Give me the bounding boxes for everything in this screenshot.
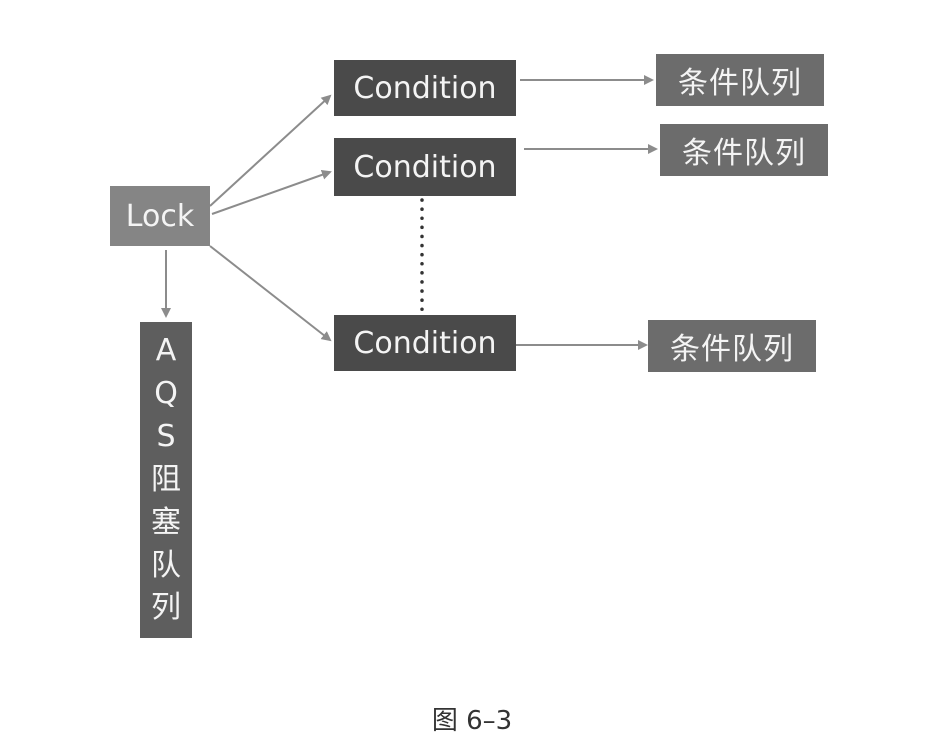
arrow-lock-to-condition-1: [209, 94, 332, 207]
aqs-blocking-queue-box: A Q S 阻 塞 队 列: [140, 322, 192, 638]
aqs-char: 塞: [151, 504, 181, 540]
aqs-char: 队: [151, 547, 181, 583]
condition-queue-box-3: 条件队列: [648, 320, 816, 372]
condition-box-2: Condition: [334, 138, 516, 196]
aqs-char: 列: [151, 590, 181, 626]
figure-caption: 图 6–3: [431, 706, 513, 736]
aqs-char: Q: [154, 376, 178, 412]
aqs-char: S: [156, 419, 176, 455]
arrow-lock-to-condition-3: [209, 245, 332, 342]
arrow-lock-to-condition-2: [211, 169, 332, 215]
condition-box-3: Condition: [334, 315, 516, 371]
aqs-char: A: [155, 333, 177, 369]
lock-box: Lock: [110, 186, 210, 246]
condition-queue-box-1: 条件队列: [656, 54, 824, 106]
aqs-char: 阻: [151, 461, 181, 497]
condition-queue-box-2: 条件队列: [660, 124, 828, 176]
condition-box-1: Condition: [334, 60, 516, 116]
